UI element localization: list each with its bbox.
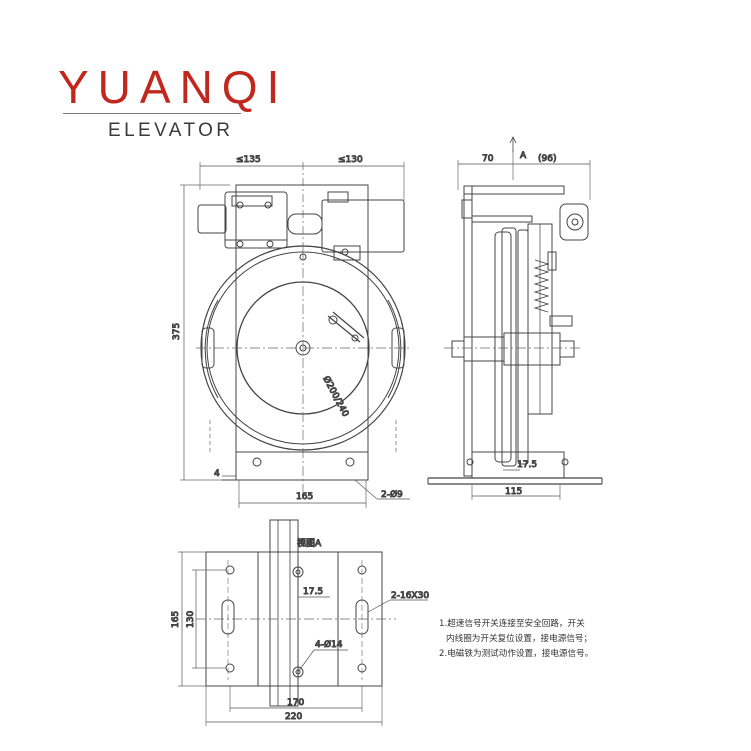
dim-side-right: (96) [538, 154, 556, 164]
dim-bottom-inner-width: 170 [287, 698, 304, 708]
notes: 1.超速信号开关连接至安全回路，开关 内线圈为开关复位设置，接电源信号； 2.电… [439, 617, 593, 659]
view-a-title: 视图A [297, 537, 322, 549]
note-line-3: 2.电磁铁为测试动作设置，接电源信号。 [439, 647, 593, 659]
side-view: 70 (96) A [427, 136, 603, 500]
logo-divider [63, 113, 241, 114]
dim-side-left: 70 [482, 154, 494, 164]
brand-subtitle: ELEVATOR [108, 120, 234, 141]
dim-bottom-outer-height: 165 [171, 611, 181, 628]
dim-bottom-holes: 4-Ø14 [315, 639, 343, 650]
dim-diameter: Ø200/240 [320, 374, 351, 419]
dim-bottom-slot: 17.5 [303, 587, 323, 597]
dim-bottom-slots: 2-16X30 [391, 591, 429, 601]
front-view: ≤135 ≤130 375 [172, 155, 410, 508]
dim-bottom-outer-width: 220 [285, 712, 302, 722]
dim-base-width: 165 [296, 492, 313, 502]
dim-height: 375 [172, 323, 182, 340]
brand-logo: YUANQI [58, 61, 289, 113]
dim-bottom-inner-height: 130 [186, 611, 196, 628]
dim-base-holes: 2-Ø9 [381, 489, 403, 500]
note-line-1: 1.超速信号开关连接至安全回路，开关 [439, 617, 585, 629]
bottom-view: 视图A [171, 519, 430, 726]
dim-side-flange: 17.5 [517, 460, 537, 470]
dim-right-width: ≤130 [338, 155, 363, 165]
dim-offset: 4 [214, 469, 220, 479]
dim-left-width: ≤135 [236, 155, 261, 165]
dim-side-base: 115 [505, 487, 522, 497]
view-arrow-label: A [520, 151, 527, 161]
note-line-2: 内线圈为开关复位设置，接电源信号； [446, 632, 592, 644]
